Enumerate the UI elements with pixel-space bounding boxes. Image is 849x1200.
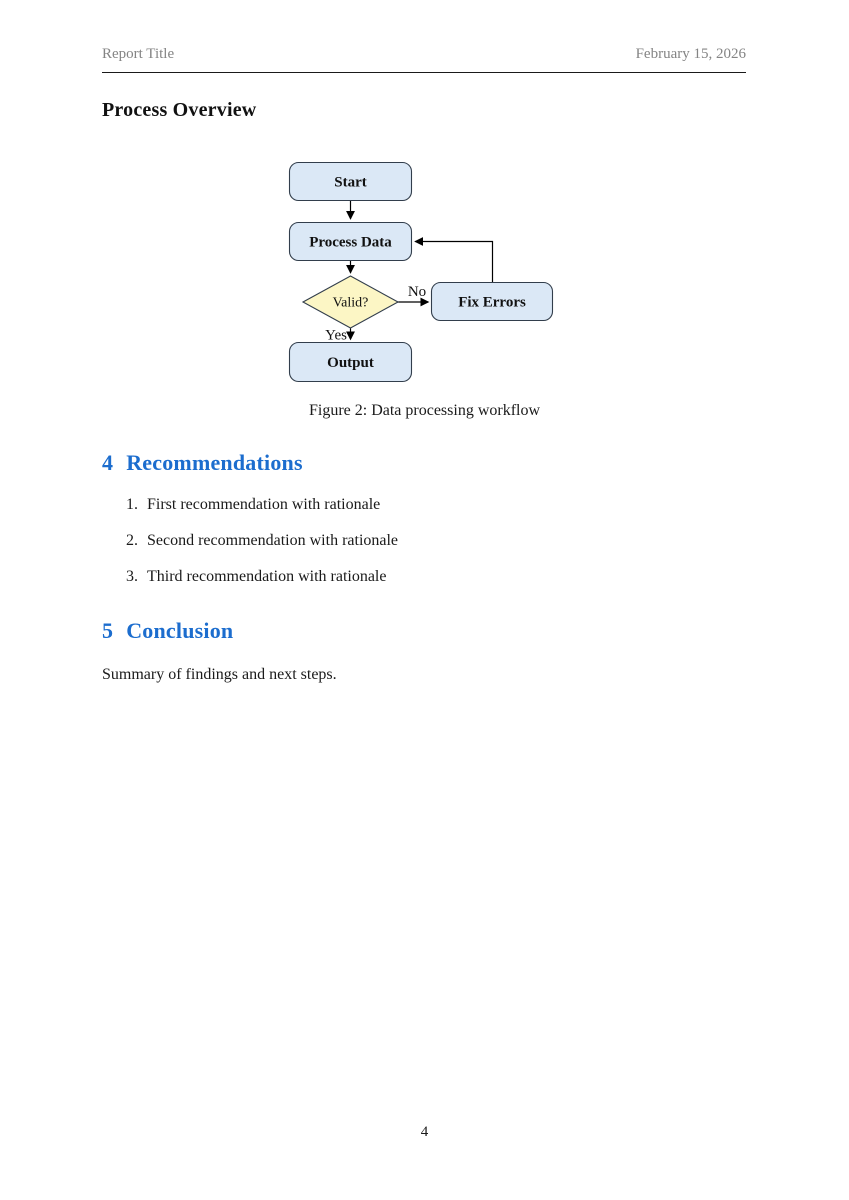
recommendations-list: 1. First recommendation with rationale 2… — [122, 495, 398, 603]
flowchart-node-process — [288, 221, 413, 262]
flowchart-edge-label-no: No — [408, 284, 426, 300]
list-item-number: 3. — [126, 568, 138, 585]
flowchart-node-output — [288, 341, 413, 383]
flowchart-label-start: Start — [334, 175, 367, 191]
flowchart-label-decision: Valid? — [333, 296, 369, 311]
list-item-text: First recommendation with rationale — [147, 496, 381, 513]
list-item: 3. Third recommendation with rationale — [122, 567, 398, 587]
page-number: 4 — [420, 1124, 429, 1140]
flowchart-node-start — [288, 161, 413, 202]
section-title-conclusion: 5 Conclusion — [102, 618, 233, 644]
list-item: 1. First recommendation with rationale — [122, 495, 398, 515]
list-item-text: Third recommendation with rationale — [147, 568, 387, 585]
flowchart-label-output: Output — [327, 355, 374, 371]
section-title-process-overview: Process Overview — [102, 99, 257, 121]
flowchart-label-fix-errors: Fix Errors — [458, 295, 526, 311]
header-date: February 15, 2026 — [635, 46, 746, 62]
flowchart-edge-label-yes: Yes — [325, 328, 347, 344]
flowchart-figure: Start Process Data Valid? Fix Errors Out… — [270, 150, 570, 390]
section-number: 5 — [102, 618, 114, 643]
flowchart-diagram: Start Process Data Valid? Fix Errors Out… — [288, 161, 554, 383]
edge-fix-to-process — [414, 237, 494, 282]
section-name: Conclusion — [126, 618, 234, 643]
page-header: Report Title February 15, 2026 — [102, 46, 746, 73]
conclusion-paragraph: Summary of findings and next steps. — [102, 666, 337, 683]
list-item-number: 1. — [126, 496, 138, 513]
section-name: Recommendations — [126, 450, 303, 475]
flowchart-label-process: Process Data — [309, 235, 392, 251]
flowchart-node-fix-errors — [430, 281, 554, 322]
section-title-recommendations: 4 Recommendations — [102, 450, 303, 476]
list-item-text: Second recommendation with rationale — [147, 532, 399, 549]
flowchart-node-decision — [301, 275, 400, 329]
section-number: 4 — [102, 450, 114, 475]
list-item-number: 2. — [126, 532, 138, 549]
header-report-title: Report Title — [102, 46, 175, 62]
list-item: 2. Second recommendation with rationale — [122, 531, 398, 551]
figure-caption: Figure 2: Data processing workflow — [308, 402, 541, 419]
